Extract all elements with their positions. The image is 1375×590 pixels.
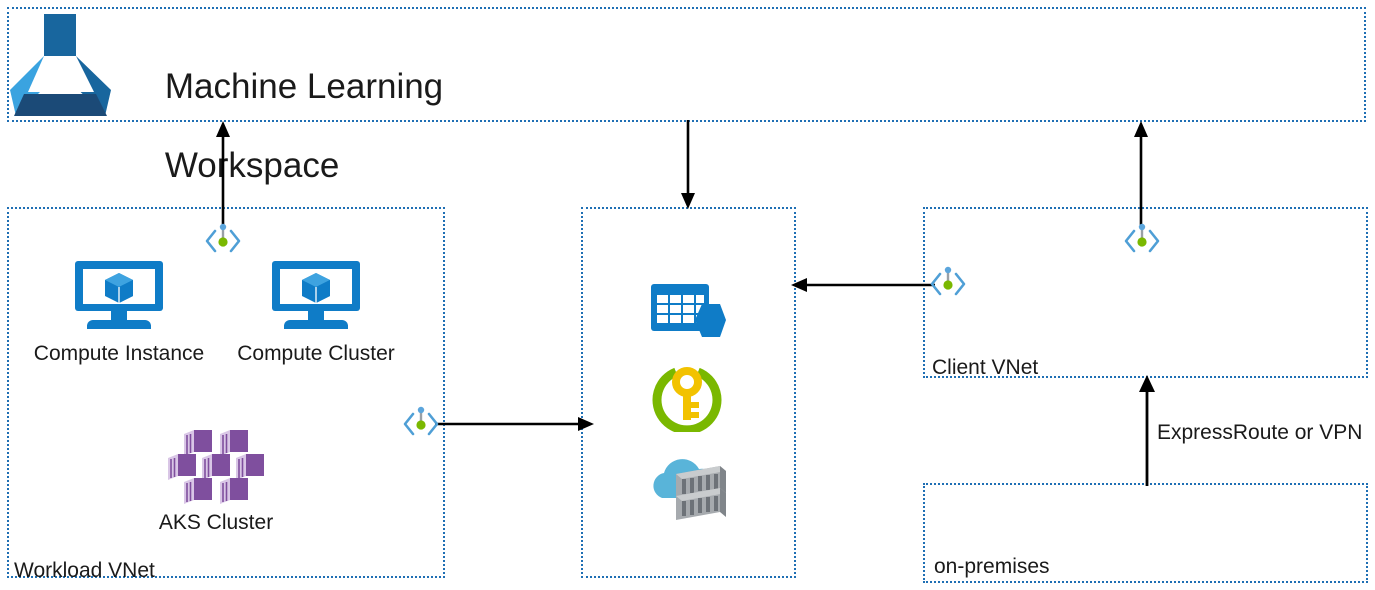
private-endpoint-icon-client-to-services xyxy=(928,264,968,304)
ml-workspace-box xyxy=(7,7,1366,122)
services-box xyxy=(581,207,796,578)
private-endpoint-icon-workload-to-ml xyxy=(203,221,243,261)
arrow-workload-pe-to-services xyxy=(435,413,595,435)
compute-cluster-label: Compute Cluster xyxy=(237,342,395,365)
ml-workspace-title-line2: Workspace xyxy=(164,145,340,185)
arrow-client-pe-to-services xyxy=(790,274,935,296)
arrow-ml-workspace-to-services xyxy=(677,120,699,210)
compute-cluster-monitor-icon xyxy=(272,258,360,330)
arrow-workload-to-ml-workspace xyxy=(212,120,234,225)
ml-workspace-title: Machine Learning Workspace xyxy=(126,28,443,224)
compute-instance-label: Compute Instance xyxy=(33,342,205,365)
container-registry-icon xyxy=(648,452,732,520)
workload-vnet-box xyxy=(7,207,445,578)
aks-cluster-label: AKS Cluster xyxy=(158,511,274,534)
arrow-client-pe-to-ml-workspace xyxy=(1130,120,1152,225)
compute-instance-monitor-icon xyxy=(75,258,163,330)
ml-workspace-title-line1: Machine Learning xyxy=(164,67,444,107)
express-route-label: ExpressRoute or VPN xyxy=(1157,421,1363,444)
client-vnet-label: Client VNet xyxy=(932,356,1039,379)
arrow-on-premises-to-client-vnet xyxy=(1136,374,1158,486)
on-premises-label: on-premises xyxy=(934,555,1050,578)
on-premises-box xyxy=(923,483,1368,583)
key-vault-icon xyxy=(652,366,722,435)
aks-cluster-hex-containers-icon xyxy=(168,428,264,506)
private-endpoint-icon-client-to-ml xyxy=(1122,221,1162,261)
azure-machine-learning-flask-icon xyxy=(8,12,113,117)
workload-vnet-label: Workload VNet xyxy=(14,559,155,582)
private-endpoint-icon-workload-to-services xyxy=(401,404,441,444)
storage-account-icon xyxy=(650,282,726,348)
client-vnet-box xyxy=(923,207,1368,378)
